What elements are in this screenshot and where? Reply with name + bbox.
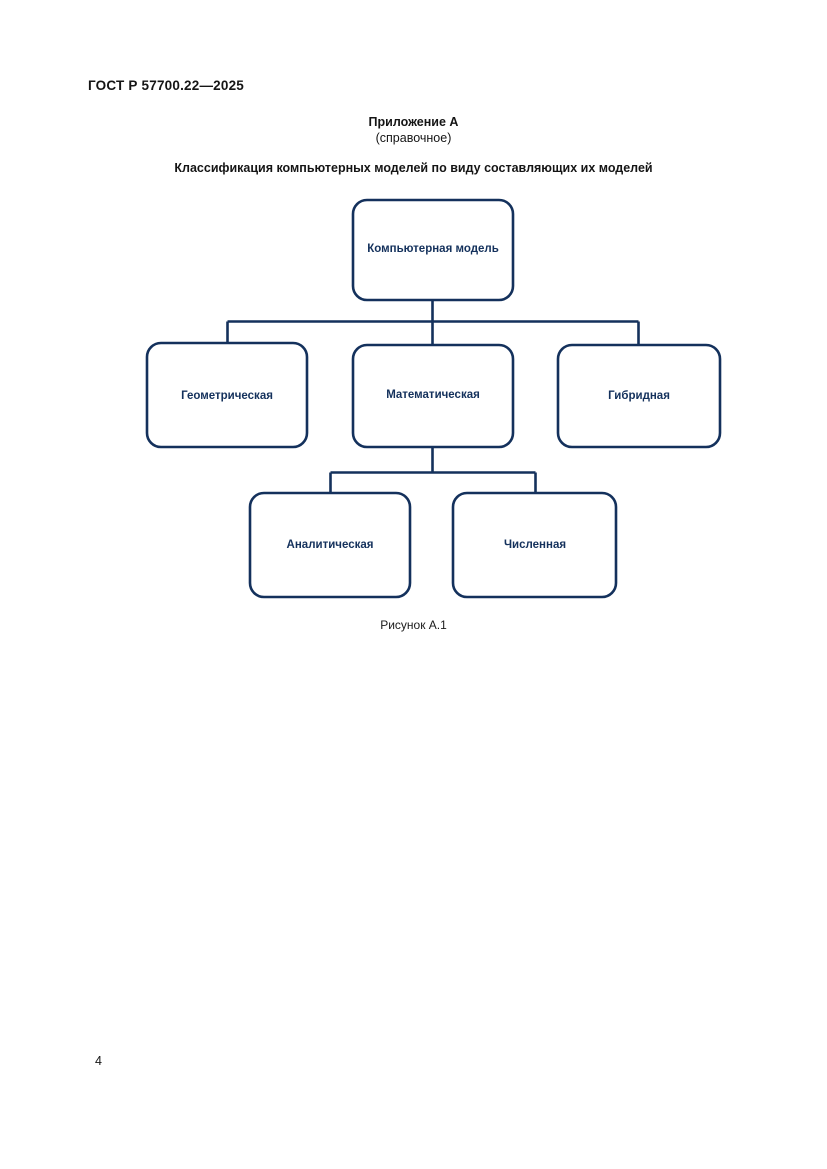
node-analytical[interactable]: Аналитическая (248, 491, 412, 599)
connector-group-mathematical-to-level2 (329, 447, 537, 494)
page-number: 4 (95, 1054, 102, 1068)
node-analytical-label: Аналитическая (287, 539, 374, 551)
appendix-heading-block: Приложение А (справочное) (0, 114, 827, 146)
node-geometric-box[interactable] (145, 341, 309, 449)
node-geometric-label: Геометрическая (181, 390, 273, 402)
node-computer-model-label: Компьютерная модель (367, 243, 499, 255)
node-mathematical[interactable]: Математическая (351, 343, 515, 449)
document-header-standard-number: ГОСТ Р 57700.22—2025 (88, 78, 244, 93)
node-hybrid-box[interactable] (556, 343, 722, 449)
node-numerical-label: Численная (504, 539, 566, 551)
appendix-kind: (справочное) (375, 131, 452, 145)
node-geometric[interactable]: Геометрическая (145, 341, 309, 449)
appendix-title: Приложение А (368, 115, 459, 129)
figure-caption: Рисунок А.1 (380, 618, 447, 632)
node-analytical-box[interactable] (248, 491, 412, 599)
node-numerical-box[interactable] (451, 491, 618, 599)
node-hybrid[interactable]: Гибридная (556, 343, 722, 449)
node-computer-model-box[interactable] (351, 198, 515, 302)
node-mathematical-label: Математическая (386, 389, 480, 401)
node-hybrid-label: Гибридная (608, 390, 670, 402)
node-mathematical-box[interactable] (351, 343, 515, 449)
figure-heading: Классификация компьютерных моделей по ви… (174, 161, 653, 175)
node-computer-model[interactable]: Компьютерная модель (351, 198, 515, 302)
connector-group-root-to-level1 (226, 300, 640, 346)
node-numerical[interactable]: Численная (451, 491, 618, 599)
